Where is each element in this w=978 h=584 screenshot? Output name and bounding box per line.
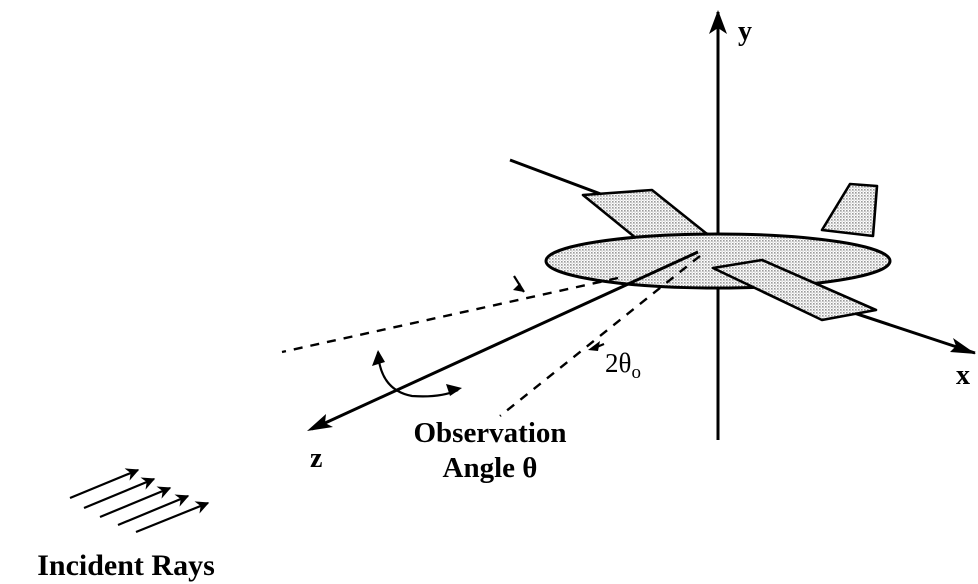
rotation-arrow-head-right (446, 384, 462, 396)
angle-tick-upper-head (513, 283, 524, 292)
incident-ray-4 (117, 494, 190, 527)
y-axis (709, 10, 727, 440)
observation-angle-label-line1: Observation (413, 417, 566, 449)
angle-2theta-pointer-head (588, 341, 600, 351)
observation-line-lower (499, 255, 701, 417)
observation-line-upper (281, 276, 619, 354)
angle-2theta-label: 2θo (605, 348, 641, 383)
z-axis-label: z (310, 443, 322, 474)
incident-ray-2 (83, 477, 156, 510)
z-axis-arrowhead (307, 414, 333, 431)
front-wing (711, 258, 878, 322)
z-axis (307, 250, 699, 431)
incident-ray-3 (99, 486, 172, 519)
tail-fin (820, 182, 879, 238)
incident-rays-label: Incident Rays (37, 549, 215, 582)
angle-2theta-text: 2θ (605, 348, 631, 378)
x-axis-arrowhead (950, 338, 976, 354)
observation-angle-label-line2: Angle θ (443, 452, 538, 484)
observation-rotation-arrow (376, 351, 459, 398)
rotation-arrow-head-up (372, 350, 385, 366)
x-axis-label: x (956, 360, 970, 391)
incident-ray-5 (135, 501, 210, 534)
y-axis-label: y (738, 16, 752, 47)
incident-rays (69, 468, 210, 534)
y-axis-arrowhead (709, 10, 727, 34)
incident-ray-1 (69, 468, 140, 500)
angle-2theta-subscript: o (631, 362, 641, 383)
rotor-disc (544, 232, 892, 290)
